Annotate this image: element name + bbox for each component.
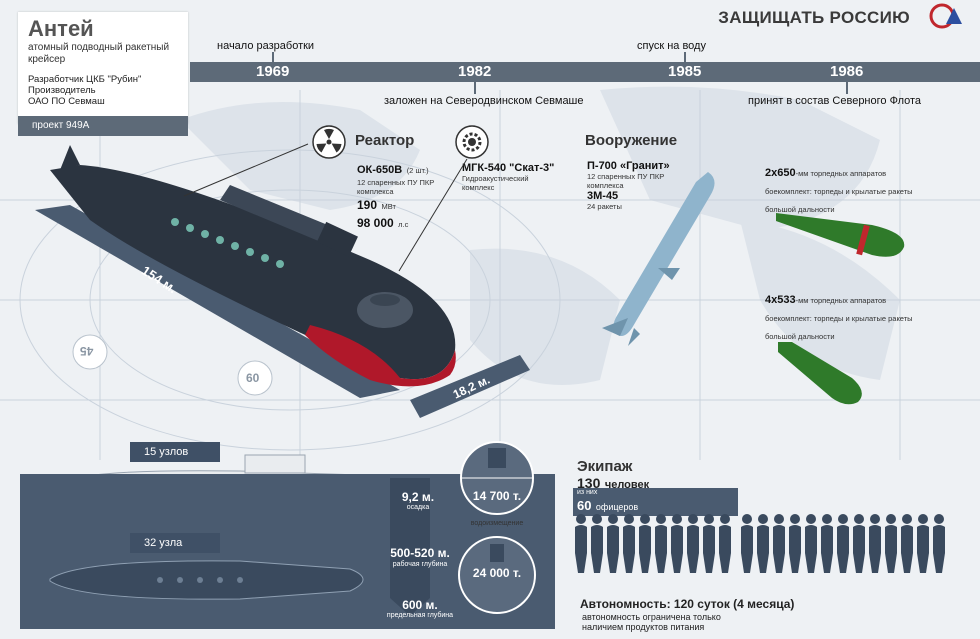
reactor-title: Реактор xyxy=(355,132,415,149)
sonar-specs: МГК-540 "Скат-3" Гидроакустический компл… xyxy=(462,162,554,192)
autonomy-line: Автономность: 120 суток (4 месяца) xyxy=(580,597,794,611)
title-card: Антей атомный подводный ракетный крейсер… xyxy=(18,12,188,136)
autonomy-value: 120 суток (4 месяца) xyxy=(673,597,795,611)
reactor-pointer-line xyxy=(183,143,309,197)
reactor-qty: (2 шт.) xyxy=(406,166,429,175)
officers-unit: офицеров xyxy=(595,502,639,512)
reactor-hp-unit: л.с xyxy=(398,220,409,229)
timeline-tick-1985 xyxy=(684,52,686,64)
brand-logo-icon xyxy=(929,3,962,29)
timeline-tick-1986 xyxy=(846,82,848,94)
officers-count: 60 xyxy=(577,498,592,513)
draft-label: осадка xyxy=(406,504,430,511)
sonar-pointer-line xyxy=(398,158,468,272)
submerged-submarine-top xyxy=(49,560,364,600)
surface-displacement-circle xyxy=(460,441,534,515)
radiation-icon xyxy=(312,125,346,159)
missile-illustration xyxy=(602,172,715,346)
torpedo2-specs: 4х533-мм торпедных аппаратов боекомплект… xyxy=(765,290,935,344)
submerged-displacement-value: 24 000 т. xyxy=(472,566,522,580)
event-1986: принят в состав Северного Флота xyxy=(748,95,922,107)
surface-displacement-value: 14 700 т. xyxy=(472,489,522,503)
underwater-panel xyxy=(20,474,555,629)
event-1982: заложен на Северодвинском Севмаше xyxy=(384,95,584,107)
depth-arrow xyxy=(390,478,430,616)
torpedo1-text: -мм торпедных аппаратов боекомплект: тор… xyxy=(765,169,913,214)
officers-box: из них 60 офицеров xyxy=(573,488,738,516)
working-depth-label: рабочая глубина xyxy=(392,561,448,568)
torpedo-533-illustration xyxy=(778,342,862,405)
displacement-label: водоизмещение xyxy=(470,520,524,527)
year-1986: 1986 xyxy=(830,63,864,80)
torpedo1-specs: 2х650-мм торпедных аппаратов боекомплект… xyxy=(765,163,935,217)
max-depth: 600 м. xyxy=(402,598,438,612)
year-1982: 1982 xyxy=(458,63,492,80)
autonomy-label: Автономность: xyxy=(580,597,671,611)
torpedo2-head: 4х533 xyxy=(765,294,796,306)
crew-title: Экипаж xyxy=(577,458,633,475)
submerged-displacement-circle xyxy=(458,536,536,614)
surface-speed-label: 15 узлов xyxy=(130,442,220,462)
max-depth-label: предельная глубина xyxy=(386,612,454,619)
timeline-tick-1982 xyxy=(474,82,476,94)
autonomy-note-1: автономность ограничена только xyxy=(582,612,721,622)
developer-info: Разработчик ЦКБ "Рубин" Производитель ОА… xyxy=(28,74,188,107)
torpedo2-text: -мм торпедных аппаратов боекомплект: тор… xyxy=(765,296,913,341)
gear-icon xyxy=(455,125,489,159)
submerged-speed-label: 32 узла xyxy=(130,533,220,553)
sonar-name: МГК-540 "Скат-3" xyxy=(462,162,555,174)
of-them-label: из них xyxy=(577,489,598,496)
compass-label-60: 60 xyxy=(246,371,260,385)
sonar-desc: Гидроакустический комплекс xyxy=(462,174,529,192)
reactor-power: 190 xyxy=(357,198,378,212)
year-1969: 1969 xyxy=(256,63,290,80)
crew-count: 130 xyxy=(577,475,601,491)
missile-specs: П-700 «Гранит» 12 спаренных ПУ ПКР компл… xyxy=(587,160,677,211)
reactor-specs: ОК-650В (2 шт.) 12 спаренных ПУ ПКР комп… xyxy=(357,160,447,232)
submarine-title: Антей xyxy=(28,16,94,41)
project-badge: проект 949А xyxy=(18,116,188,136)
missile-name2: 3М-45 xyxy=(587,190,619,202)
draft-value: 9,2 м. xyxy=(401,490,435,504)
submarine-subtitle: атомный подводный ракетный крейсер xyxy=(28,42,170,65)
missile-note: 12 спаренных ПУ ПКР комплекса xyxy=(587,172,665,190)
manufacturer-label: Производитель xyxy=(28,85,96,96)
year-1985: 1985 xyxy=(668,63,702,80)
developer-value: ЦКБ "Рубин" xyxy=(86,74,142,85)
autonomy-note-2: наличием продуктов питания xyxy=(582,622,705,632)
missile-count: 24 ракеты xyxy=(587,202,622,211)
reactor-name: ОК-650В xyxy=(357,164,403,176)
missile-name: П-700 «Гранит» xyxy=(587,160,670,172)
torpedo-650-illustration xyxy=(776,213,905,257)
timeline-tick-1969 xyxy=(272,52,274,64)
working-depth: 500-520 м. xyxy=(390,546,450,560)
submarine-illustration xyxy=(50,145,456,387)
brand-title: ЗАЩИЩАТЬ РОССИЮ xyxy=(718,8,910,27)
timeline-bar: 1969 1982 1985 1986 xyxy=(190,62,980,82)
weapons-title: Вооружение xyxy=(585,132,678,149)
torpedo1-head: 2х650 xyxy=(765,167,796,179)
event-1985: спуск на воду xyxy=(637,40,706,52)
manufacturer-value: ОАО ПО Севмаш xyxy=(28,96,105,107)
autonomy-notes: автономность ограничена только наличием … xyxy=(582,612,721,632)
reactor-hp: 98 000 xyxy=(357,216,394,230)
developer-label: Разработчик xyxy=(28,74,84,85)
reactor-power-unit: МВт xyxy=(381,202,396,211)
crew-silhouettes xyxy=(575,514,945,573)
event-1969: начало разработки xyxy=(217,40,315,52)
reactor-note: 12 спаренных ПУ ПКР комплекса xyxy=(357,178,435,196)
